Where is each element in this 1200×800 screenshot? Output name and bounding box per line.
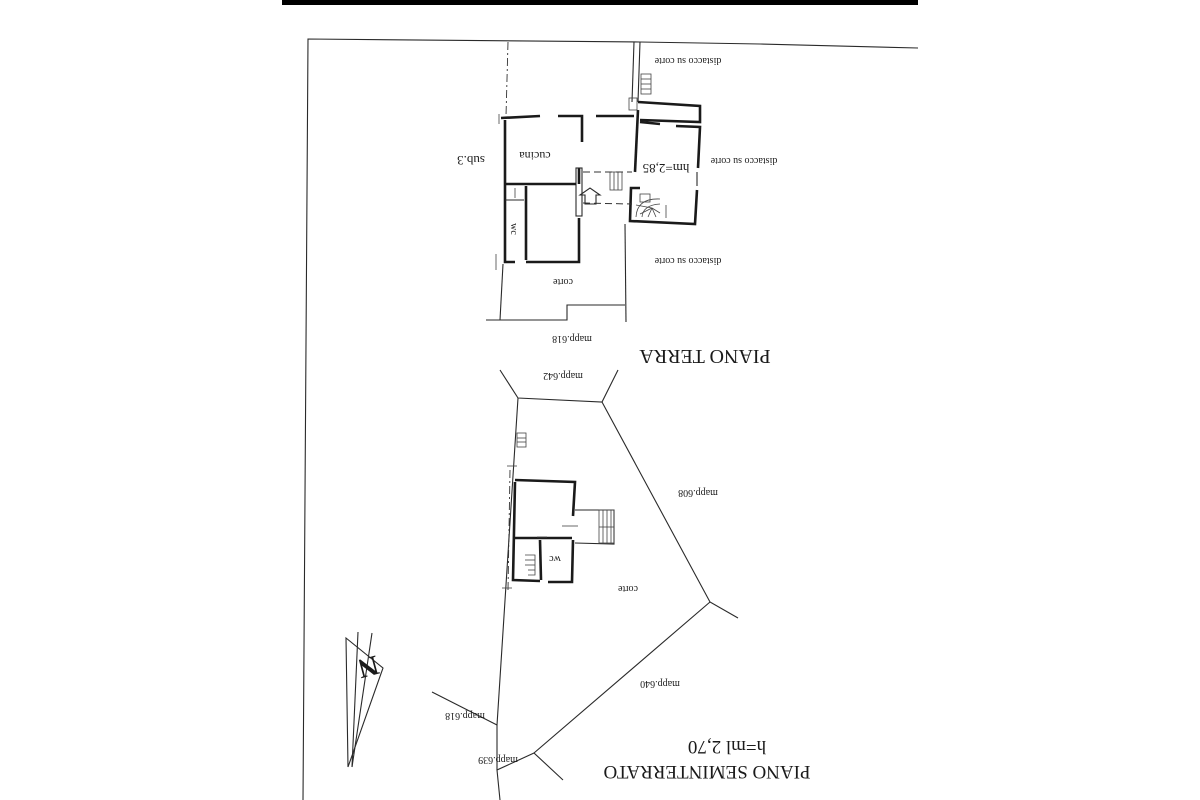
label-mapp-640: mapp.640 bbox=[640, 678, 680, 689]
north-arrow-icon: N bbox=[345, 631, 384, 768]
label-distacco-su-corte-top: distacco su corte bbox=[654, 55, 721, 66]
label-cucina: cucina bbox=[519, 149, 551, 163]
label-distacco-su-corte-right: distacco su corte bbox=[710, 155, 777, 166]
label-mapp-608: mapp.608 bbox=[678, 487, 718, 498]
title-piano-seminterrato: PIANO SEMINTERRATO bbox=[603, 761, 810, 782]
scan-top-border-bar bbox=[282, 0, 918, 5]
compass-letter: N bbox=[354, 649, 382, 684]
label-sub3: sub.3 bbox=[457, 153, 485, 168]
label-wc-terra: wc bbox=[508, 223, 519, 235]
piano-seminterrato-plan bbox=[431, 369, 739, 800]
piano-terra-plan bbox=[486, 41, 702, 323]
label-corte-terra: corte bbox=[552, 276, 573, 287]
label-mapp-618-bottom: mapp.618 bbox=[445, 710, 485, 721]
label-mapp-618-top: mapp.618 bbox=[552, 333, 592, 344]
sheet-frame bbox=[302, 38, 919, 800]
label-wc-semi: wc bbox=[549, 553, 561, 564]
label-mapp-639: mapp.639 bbox=[478, 754, 518, 765]
label-h-ml-270: h=ml 2,70 bbox=[688, 736, 766, 757]
label-distacco-su-corte-bottom: distacco su corte bbox=[654, 255, 721, 266]
label-mapp-642: mapp.642 bbox=[543, 370, 583, 381]
title-piano-terra: PIANO TERRA bbox=[639, 345, 771, 367]
label-corte-semi: corte bbox=[617, 583, 638, 594]
label-hm-285: hm=2,85 bbox=[643, 161, 690, 176]
labels: distacco su corte distacco su corte dist… bbox=[445, 55, 810, 782]
